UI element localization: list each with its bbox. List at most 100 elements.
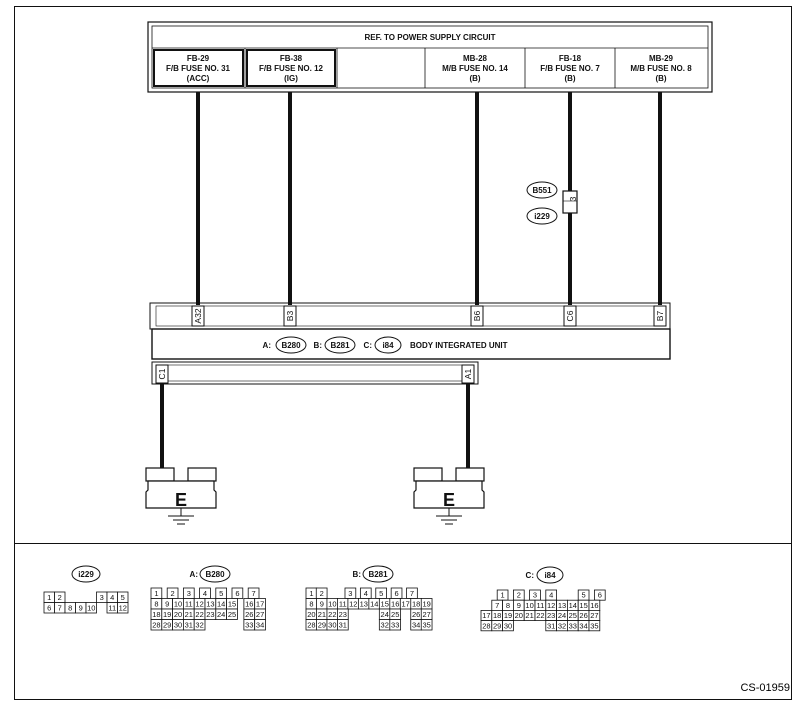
fuse-name-label: M/B FUSE NO. 8	[630, 64, 692, 73]
fuse-name-label: F/B FUSE NO. 12	[259, 64, 324, 73]
connector-pin-number: 9	[165, 600, 169, 609]
unit-pin-c6: C6	[563, 305, 577, 327]
fuse-cell-fb18: FB-18 F/B FUSE NO. 7 (B)	[540, 54, 600, 83]
ground-label: E	[443, 490, 455, 510]
connector-pin-number: 16	[590, 601, 598, 610]
connector-pin-number: 11	[339, 600, 347, 609]
connector-pin-number: 10	[525, 601, 533, 610]
diagram-code: CS-01959	[740, 682, 790, 694]
connector-prefix: C:	[526, 571, 534, 580]
connector-pin-number: 33	[569, 621, 577, 630]
connector-pin-number: 1	[47, 593, 51, 602]
connector-pin-number: 20	[174, 610, 182, 619]
connector-pin-cell	[193, 619, 206, 631]
connector-pin-number: 27	[256, 610, 264, 619]
connector-pin-number: 30	[504, 621, 512, 630]
connector-pin-number: 33	[391, 621, 399, 630]
connector-pin-number: 28	[152, 621, 160, 630]
fuse-name-label: F/B FUSE NO. 31	[166, 64, 231, 73]
connector-title: B281	[368, 570, 388, 579]
joint-connector: 3 B551 i229	[526, 181, 578, 225]
connector-pin-number: 13	[360, 600, 368, 609]
unit-name: BODY INTEGRATED UNIT	[410, 341, 508, 350]
connector-title: B280	[205, 570, 225, 579]
connector-pin-number: 9	[517, 601, 521, 610]
fuse-cell-fb29: FB-29 F/B FUSE NO. 31 (ACC)	[166, 54, 231, 83]
connector-pin-number: 26	[412, 610, 420, 619]
connector-pin-number: 32	[195, 621, 203, 630]
connector-pin-number: 12	[119, 604, 127, 613]
connector-pin-number: 23	[547, 611, 555, 620]
connector-pin-number: 19	[163, 610, 171, 619]
unit-pin-b6: B6	[470, 305, 484, 327]
connector-pin-number: 3	[533, 591, 537, 600]
unit-pin-b7: B7	[653, 305, 667, 327]
fuse-supply-label: (IG)	[284, 74, 298, 83]
connector-pin-number: 4	[549, 591, 553, 600]
joint-pin-label: 3	[568, 196, 578, 201]
unit-connector-c: i84	[382, 341, 394, 350]
unit-connector-a: B280	[281, 341, 301, 350]
connector-pin-cell	[588, 620, 601, 632]
connector-pin-number: 23	[206, 610, 214, 619]
connector-pin-number: 1	[309, 589, 313, 598]
fuse-connector-label: FB-29	[187, 54, 210, 63]
connector-pin-number: 29	[493, 621, 501, 630]
connector-pin-number: 17	[256, 600, 264, 609]
fuse-name-label: M/B FUSE NO. 14	[442, 64, 508, 73]
connector-pin-number: 4	[203, 589, 207, 598]
connector-pin-number: 25	[569, 611, 577, 620]
connector-pin-number: 9	[79, 604, 83, 613]
connector-pin-number: 34	[412, 621, 420, 630]
connector-pin-number: 3	[100, 593, 104, 602]
unit-pin-c1: C1	[155, 364, 169, 384]
connector-pin-number: 35	[590, 621, 598, 630]
connector-pin-number: 10	[87, 604, 95, 613]
connector-title-i84: C: i84	[526, 566, 564, 584]
connector-pin-number: 15	[381, 600, 389, 609]
pin-label: A1	[463, 369, 473, 380]
connector-pin-number: 30	[328, 621, 336, 630]
connector-pin-number: 20	[515, 611, 523, 620]
unit-connector-b: B281	[330, 341, 350, 350]
connector-pin-number: 4	[110, 593, 114, 602]
pin-label: B6	[472, 311, 482, 322]
connector-pin-number: 5	[582, 591, 586, 600]
connector-pin-number: 11	[108, 604, 116, 613]
pin-label: B7	[655, 311, 665, 322]
connector-pin-number: 34	[579, 621, 587, 630]
connector-pin-number: 24	[558, 611, 566, 620]
connector-pin-number: 14	[370, 600, 378, 609]
joint-connector-i229: i229	[534, 212, 550, 221]
connector-pin-cell	[226, 608, 238, 620]
connector-pin-number: 18	[493, 611, 501, 620]
connector-pin-cell	[389, 619, 402, 631]
connector-pin-number: 6	[394, 589, 398, 598]
connector-pin-number: 5	[121, 593, 125, 602]
connector-pin-number: 9	[320, 600, 324, 609]
connector-pin-number: 26	[245, 610, 253, 619]
connector-pin-number: 27	[422, 610, 430, 619]
connector-pin-number: 31	[547, 621, 555, 630]
connector-pin-number: 13	[206, 600, 214, 609]
connector-pin-cell	[254, 619, 266, 631]
connector-pin-number: 23	[339, 610, 347, 619]
joint-connector-b551: B551	[532, 186, 552, 195]
connector-pin-cell	[337, 619, 349, 631]
connector-pin-number: 28	[307, 621, 315, 630]
connector-pin-number: 1	[501, 591, 505, 600]
connector-pin-number: 7	[410, 589, 414, 598]
connector-pin-number: 2	[517, 591, 521, 600]
connector-pin-number: 6	[235, 589, 239, 598]
connector-pin-number: 31	[339, 621, 347, 630]
connector-pin-number: 15	[228, 600, 236, 609]
connector-pin-number: 18	[412, 600, 420, 609]
connector-pin-number: 22	[195, 610, 203, 619]
connector-pin-number: 28	[482, 621, 490, 630]
unit-prefix-a: A:	[263, 341, 271, 350]
connector-pin-number: 3	[348, 589, 352, 598]
